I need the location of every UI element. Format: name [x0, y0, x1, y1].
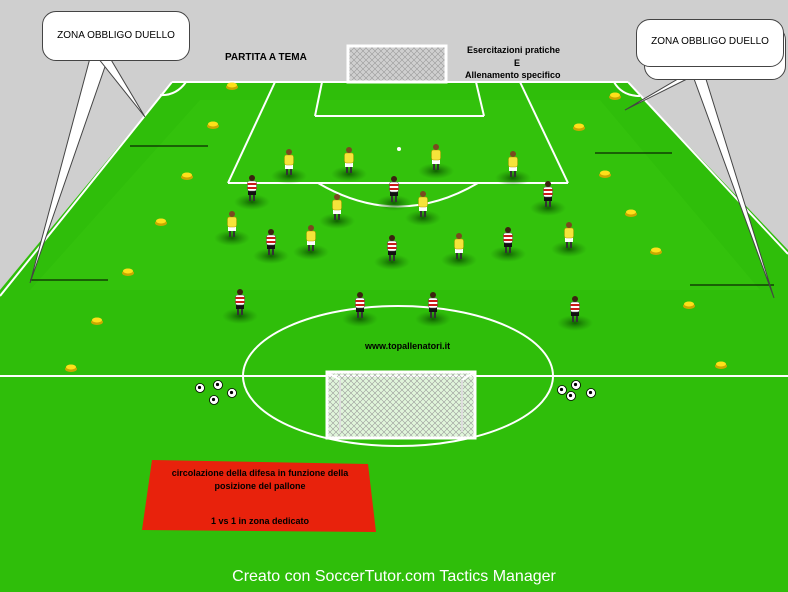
ball: [557, 385, 567, 395]
ball: [213, 380, 223, 390]
footer-credit: Creato con SoccerTutor.com Tactics Manag…: [232, 568, 556, 585]
ball: [209, 395, 219, 405]
title-right-2: E: [514, 58, 521, 68]
cone: [683, 301, 695, 309]
zone-lines: [30, 145, 774, 286]
player-red: [557, 296, 593, 331]
bubble-right-text: ZONA OBBLIGO DUELLO: [651, 36, 769, 47]
ball: [195, 383, 205, 393]
cone: [226, 82, 238, 90]
player-red: [415, 292, 451, 327]
player-red: [530, 181, 566, 216]
cone: [650, 247, 662, 255]
bubble-left: ZONA OBBLIGO DUELLO: [42, 11, 190, 61]
cone: [65, 364, 77, 372]
player-yellow: [495, 151, 531, 186]
box-text-1: circolazione della difesa in funzione de…: [171, 468, 349, 478]
cone: [155, 218, 167, 226]
player-yellow: [331, 147, 367, 182]
ball: [227, 388, 237, 398]
player-yellow: [319, 194, 355, 229]
bubble-left-text: ZONA OBBLIGO DUELLO: [57, 30, 175, 41]
instruction-box: [142, 460, 376, 532]
player-red: [490, 227, 526, 262]
cone: [91, 317, 103, 325]
box-text-3: 1 vs 1 in zona dedicato: [210, 516, 310, 526]
ball: [586, 388, 596, 398]
cone: [122, 268, 134, 276]
cone: [625, 209, 637, 217]
player-red: [374, 235, 410, 270]
center-goal: [325, 370, 477, 440]
ball: [566, 391, 576, 401]
cone: [599, 170, 611, 178]
players-group: [214, 144, 593, 331]
player-yellow: [551, 222, 587, 257]
player-red: [253, 229, 289, 264]
player-red: [222, 289, 258, 324]
cone: [207, 121, 219, 129]
far-goal: [346, 44, 448, 84]
player-yellow: [405, 191, 441, 226]
penalty-spot: [397, 147, 401, 151]
player-red: [342, 292, 378, 327]
player-yellow: [441, 233, 477, 268]
cone: [715, 361, 727, 369]
title-left: PARTITA A TEMA: [225, 52, 307, 63]
bubble-pointers: [29, 57, 775, 299]
website-label: www.topallenatori.it: [365, 341, 451, 351]
player-yellow: [293, 225, 329, 260]
player-yellow: [214, 211, 250, 246]
title-right-1: Esercitazioni pratiche: [467, 45, 561, 55]
cone: [181, 172, 193, 180]
player-red: [376, 176, 412, 211]
bubble-right: ZONA OBBLIGO DUELLO: [636, 19, 784, 67]
player-yellow: [271, 149, 307, 184]
box-text-2: posizione del pallone: [214, 481, 306, 491]
title-right-3: Allenamento specifico: [465, 70, 561, 80]
player-yellow: [418, 144, 454, 179]
player-red: [234, 175, 270, 210]
cones-group: [65, 82, 727, 372]
cone: [609, 92, 621, 100]
cone: [573, 123, 585, 131]
balls-group: [195, 380, 596, 405]
ball: [571, 380, 581, 390]
